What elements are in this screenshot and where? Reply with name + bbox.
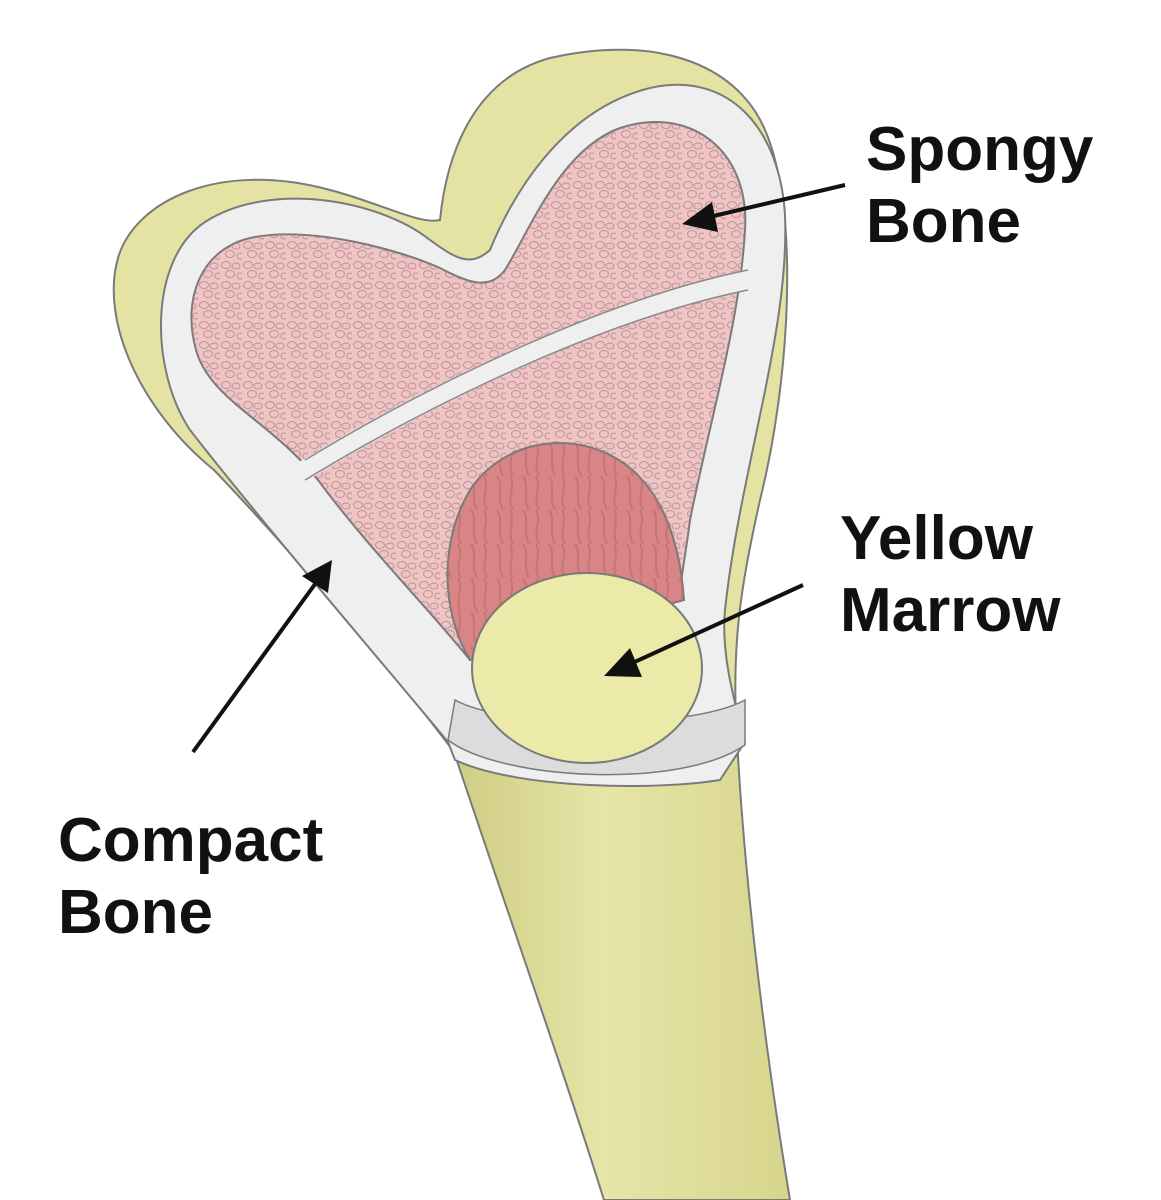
spongy-bone-label: Spongy Bone (866, 114, 1093, 258)
yellow-marrow-region (471, 572, 703, 764)
epiphyseal-line (295, 270, 758, 480)
spongy-bone-arrow (682, 183, 846, 232)
bone-outer-surface (452, 750, 792, 1200)
yellow-marrow-arrow (604, 583, 804, 677)
yellow-marrow-label: Yellow Marrow (840, 503, 1060, 647)
yellow-marrow-label-line1: Yellow (840, 504, 1033, 573)
spongy-bone-label-line1: Spongy (866, 115, 1094, 184)
compact-bone-arrow (191, 560, 332, 754)
compact-bone-label: Compact Bone (58, 805, 323, 949)
spongy-bone-label-line2: Bone (866, 187, 1021, 256)
compact-bone-label-line1: Compact (58, 806, 324, 875)
yellow-marrow-label-line2: Marrow (840, 576, 1061, 645)
compact-bone-label-line2: Bone (58, 878, 213, 947)
